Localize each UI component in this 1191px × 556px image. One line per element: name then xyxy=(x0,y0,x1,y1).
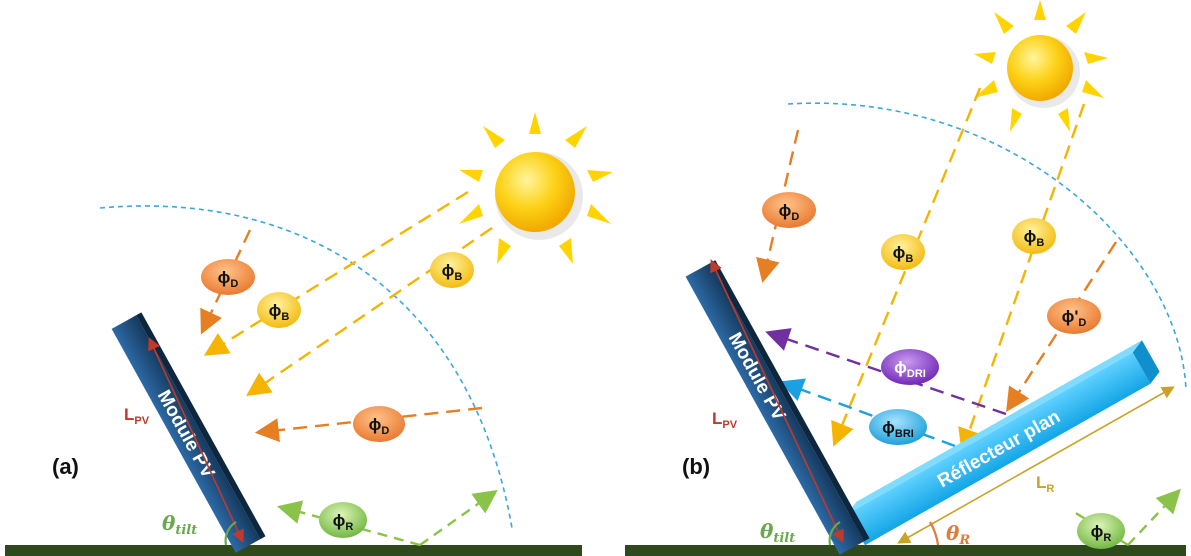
svg-text:ϕDRI: ϕDRI xyxy=(894,358,926,380)
beam-ray-b2 xyxy=(958,103,1086,453)
beam-ray-a1 xyxy=(203,190,469,356)
length-label-pv-b: LPV xyxy=(712,409,738,431)
reflected-ray-a-head xyxy=(277,500,304,524)
theta-r-label-b: θR xyxy=(946,521,970,548)
badge-phi-b-left-b: ϕB xyxy=(881,234,925,270)
svg-text:ϕD: ϕD xyxy=(779,201,800,223)
svg-text:ϕR: ϕR xyxy=(333,511,354,533)
panel-b: Réflecteur plan Module PV LPV LR θtilt θ… xyxy=(625,0,1187,556)
svg-text:ϕ'D: ϕ'D xyxy=(1062,307,1087,329)
theta-r-arc-b xyxy=(929,521,940,546)
tilt-label-a: θtilt xyxy=(162,511,197,538)
length-arrow-r-b xyxy=(897,386,1175,544)
badge-phi-b-right-b: ϕB xyxy=(1012,218,1056,254)
svg-text:ϕB: ϕB xyxy=(442,261,463,283)
badge-phi-r-b: ϕR xyxy=(1077,513,1125,549)
svg-text:ϕB: ϕB xyxy=(893,243,914,265)
tilt-label-b: θtilt xyxy=(760,519,795,546)
length-arrow-pv-b xyxy=(710,259,844,543)
panel-label-a: (a) xyxy=(52,454,79,479)
svg-text:ϕB: ϕB xyxy=(269,301,290,323)
ground-a xyxy=(5,545,582,556)
pv-module-b: Module PV xyxy=(685,260,870,555)
ground-b xyxy=(625,545,1186,556)
badge-phi-r-a: ϕR xyxy=(319,502,367,538)
sun-icon xyxy=(974,0,1108,132)
beam-ray-b1 xyxy=(831,87,982,447)
badge-phi-b-sun-a: ϕB xyxy=(430,252,474,288)
tilt-arc-a xyxy=(224,521,237,546)
tilt-arc-b xyxy=(828,521,841,546)
svg-text:ϕD: ϕD xyxy=(369,415,390,437)
svg-text:ϕD: ϕD xyxy=(218,268,239,290)
pv-module-a: Module PV xyxy=(111,312,266,553)
badge-phi-d-b: ϕD xyxy=(762,192,816,228)
length-label-r-b: LR xyxy=(1036,473,1054,495)
badge-phi-d-top-a: ϕD xyxy=(201,259,255,295)
length-arrow-pv-a xyxy=(148,337,244,543)
svg-text:ϕR: ϕR xyxy=(1091,522,1112,544)
badge-phi-bri-b: ϕBRI xyxy=(869,409,927,445)
reflected-ray-a2 xyxy=(419,489,498,546)
sun-icon xyxy=(459,112,613,264)
svg-text:ϕBRI: ϕBRI xyxy=(882,418,914,440)
length-label-pv-a: LPV xyxy=(124,405,150,427)
badge-phi-d-prime-b: ϕ'D xyxy=(1047,298,1101,334)
svg-text:ϕB: ϕB xyxy=(1024,227,1045,249)
sky-dome-a xyxy=(99,205,513,529)
badge-phi-dri-b: ϕDRI xyxy=(881,349,939,385)
badge-phi-d-side-a: ϕD xyxy=(353,406,405,442)
reflected-ray-b xyxy=(1127,488,1181,546)
sky-dome-b xyxy=(787,102,1187,391)
panel-label-b: (b) xyxy=(682,454,710,479)
panel-a: Module PV LPV θtilt ϕD ϕB ϕB ϕD ϕR (a) xyxy=(5,112,613,556)
badge-phi-b-small-a: ϕB xyxy=(257,292,301,328)
